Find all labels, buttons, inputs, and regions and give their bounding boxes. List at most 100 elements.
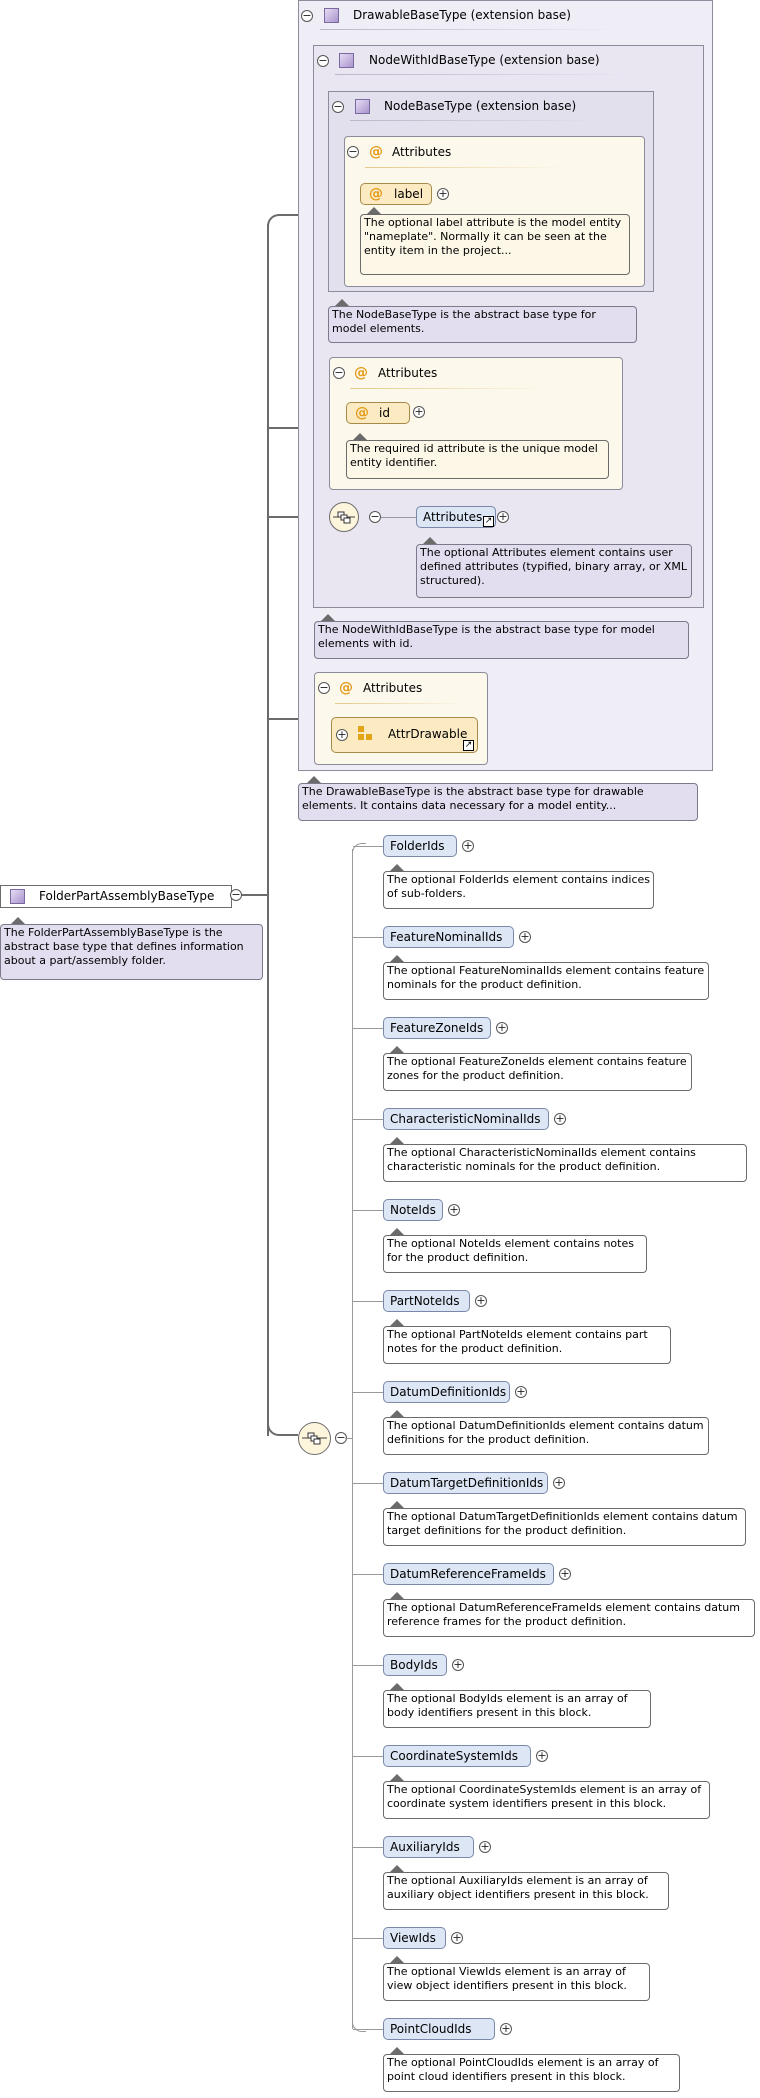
attributes-element-doc-pointer	[422, 537, 438, 545]
drawable-attributes-collapse-icon[interactable]: −	[318, 681, 330, 694]
nodewithid-collapse-icon[interactable]: −	[317, 54, 329, 67]
sequence-element[interactable]: PointCloudIds	[383, 2018, 495, 2040]
element-expand-icon[interactable]: +	[554, 1112, 566, 1125]
element-doc-pointer	[389, 1683, 405, 1691]
connector-top-curve	[267, 214, 287, 234]
element-expand-icon[interactable]: +	[519, 930, 531, 943]
attribute-at-icon: @	[369, 186, 383, 202]
sequence-element[interactable]: BodyIds	[383, 1654, 447, 1676]
element-expand-icon[interactable]: +	[479, 1840, 491, 1853]
element-doc: The optional FolderIds element contains …	[383, 871, 654, 909]
sequence-element[interactable]: FolderIds	[383, 835, 457, 857]
element-connector	[353, 846, 383, 847]
element-doc-pointer	[389, 1046, 405, 1054]
element-expand-icon[interactable]: +	[553, 1476, 565, 1489]
element-name: FolderIds	[390, 839, 445, 853]
element-expand-icon[interactable]: +	[500, 2022, 512, 2035]
attr-drawable-group[interactable]: + AttrDrawable ↗	[331, 717, 478, 753]
element-connector	[353, 937, 383, 938]
label-attribute[interactable]: @ label	[360, 183, 432, 205]
element-name: DatumReferenceFrameIds	[390, 1567, 546, 1581]
sequence-compositor-2[interactable]	[298, 1422, 331, 1455]
element-expand-icon[interactable]: +	[448, 1203, 460, 1216]
root-doc-pointer	[10, 917, 26, 925]
element-connector	[353, 1665, 383, 1666]
connector-sequence-2	[278, 1434, 298, 1436]
nodewithid-doc-pointer	[320, 614, 336, 622]
element-name: FeatureNominalIds	[390, 930, 503, 944]
attributes-element[interactable]: Attributes ↗	[416, 506, 496, 528]
element-expand-icon[interactable]: +	[462, 839, 474, 852]
element-connector	[353, 1392, 383, 1393]
element-expand-icon[interactable]: +	[451, 1931, 463, 1944]
element-doc: The optional NoteIds element contains no…	[383, 1235, 647, 1273]
attr-drawable-name: AttrDrawable	[388, 727, 468, 741]
element-doc-pointer	[389, 1592, 405, 1600]
sequence-2-vertical	[352, 849, 353, 2029]
nodebase-doc-pointer	[334, 299, 350, 307]
connector-root	[240, 894, 268, 896]
element-doc: The optional BodyIds element is an array…	[383, 1690, 651, 1728]
nodebase-collapse-icon[interactable]: −	[332, 100, 344, 113]
drawable-attributes-rule	[335, 703, 465, 704]
nodewithid-title: NodeWithIdBaseType (extension base)	[369, 53, 600, 67]
element-doc: The optional PartNoteIds element contain…	[383, 1326, 671, 1364]
element-doc-pointer	[389, 1137, 405, 1145]
root-collapse-icon[interactable]: −	[230, 888, 242, 901]
sequence-element[interactable]: CharacteristicNominalIds	[383, 1108, 549, 1130]
sequence-icon	[302, 1432, 327, 1445]
connector-main-vertical	[267, 224, 269, 1436]
root-doc: The FolderPartAssemblyBaseType is the ab…	[0, 924, 263, 980]
element-name: BodyIds	[390, 1658, 438, 1672]
nodebase-title-rule	[350, 120, 600, 121]
drawable-type-icon	[324, 8, 339, 23]
nodewithid-attributes-collapse-icon[interactable]: −	[333, 366, 345, 379]
sequence-element[interactable]: FeatureNominalIds	[383, 926, 514, 948]
id-attribute[interactable]: @ id	[346, 402, 410, 424]
element-doc-pointer	[389, 1865, 405, 1873]
element-name: CoordinateSystemIds	[390, 1749, 518, 1763]
sequence-element[interactable]: ViewIds	[383, 1927, 446, 1949]
sequence-element[interactable]: CoordinateSystemIds	[383, 1745, 531, 1767]
label-attribute-name: label	[394, 187, 424, 201]
element-connector	[353, 1483, 383, 1484]
attribute-at-icon: @	[339, 680, 353, 696]
drawable-doc: The DrawableBaseType is the abstract bas…	[298, 783, 698, 821]
nodebase-attributes-collapse-icon[interactable]: −	[347, 145, 359, 158]
element-expand-icon[interactable]: +	[559, 1567, 571, 1580]
element-name: PointCloudIds	[390, 2022, 472, 2036]
sequence-element[interactable]: AuxiliaryIds	[383, 1836, 474, 1858]
sequence-element[interactable]: DatumDefinitionIds	[383, 1381, 510, 1403]
element-doc-pointer	[389, 1774, 405, 1782]
nodewithid-attributes-rule	[350, 388, 550, 389]
element-expand-icon[interactable]: +	[452, 1658, 464, 1671]
label-expand-icon[interactable]: +	[437, 187, 449, 200]
root-type-box[interactable]: FolderPartAssemblyBaseType	[0, 885, 232, 908]
element-name: DatumDefinitionIds	[390, 1385, 507, 1399]
element-connector	[353, 1301, 383, 1302]
sequence-2-bottom-curve	[352, 2018, 366, 2032]
drawable-attributes-title: Attributes	[363, 681, 423, 695]
element-expand-icon[interactable]: +	[536, 1749, 548, 1762]
element-expand-icon[interactable]: +	[475, 1294, 487, 1307]
sequence-icon	[333, 511, 355, 524]
element-expand-icon[interactable]: +	[496, 1021, 508, 1034]
sequence-element[interactable]: DatumTargetDefinitionIds	[383, 1472, 548, 1494]
attr-drawable-expand-icon[interactable]: +	[336, 728, 348, 741]
sequence-element[interactable]: FeatureZoneIds	[383, 1017, 491, 1039]
element-doc: The optional DatumDefinitionIds element …	[383, 1417, 709, 1455]
element-expand-icon[interactable]: +	[515, 1385, 527, 1398]
root-type-name: FolderPartAssemblyBaseType	[39, 889, 215, 903]
attributes-element-expand-icon[interactable]: +	[497, 510, 509, 523]
id-expand-icon[interactable]: +	[413, 405, 425, 418]
element-name: PartNoteIds	[390, 1294, 460, 1308]
sequence-2-top-curve	[352, 843, 366, 857]
sequence-element[interactable]: NoteIds	[383, 1199, 443, 1221]
sequence-compositor-1[interactable]	[329, 502, 359, 532]
attributes-element-name: Attributes	[423, 510, 483, 524]
sequence-1-collapse-icon[interactable]: −	[369, 510, 381, 523]
element-doc-pointer	[389, 1501, 405, 1509]
sequence-element[interactable]: DatumReferenceFrameIds	[383, 1563, 554, 1585]
sequence-element[interactable]: PartNoteIds	[383, 1290, 470, 1312]
drawable-collapse-icon[interactable]: −	[301, 9, 313, 22]
